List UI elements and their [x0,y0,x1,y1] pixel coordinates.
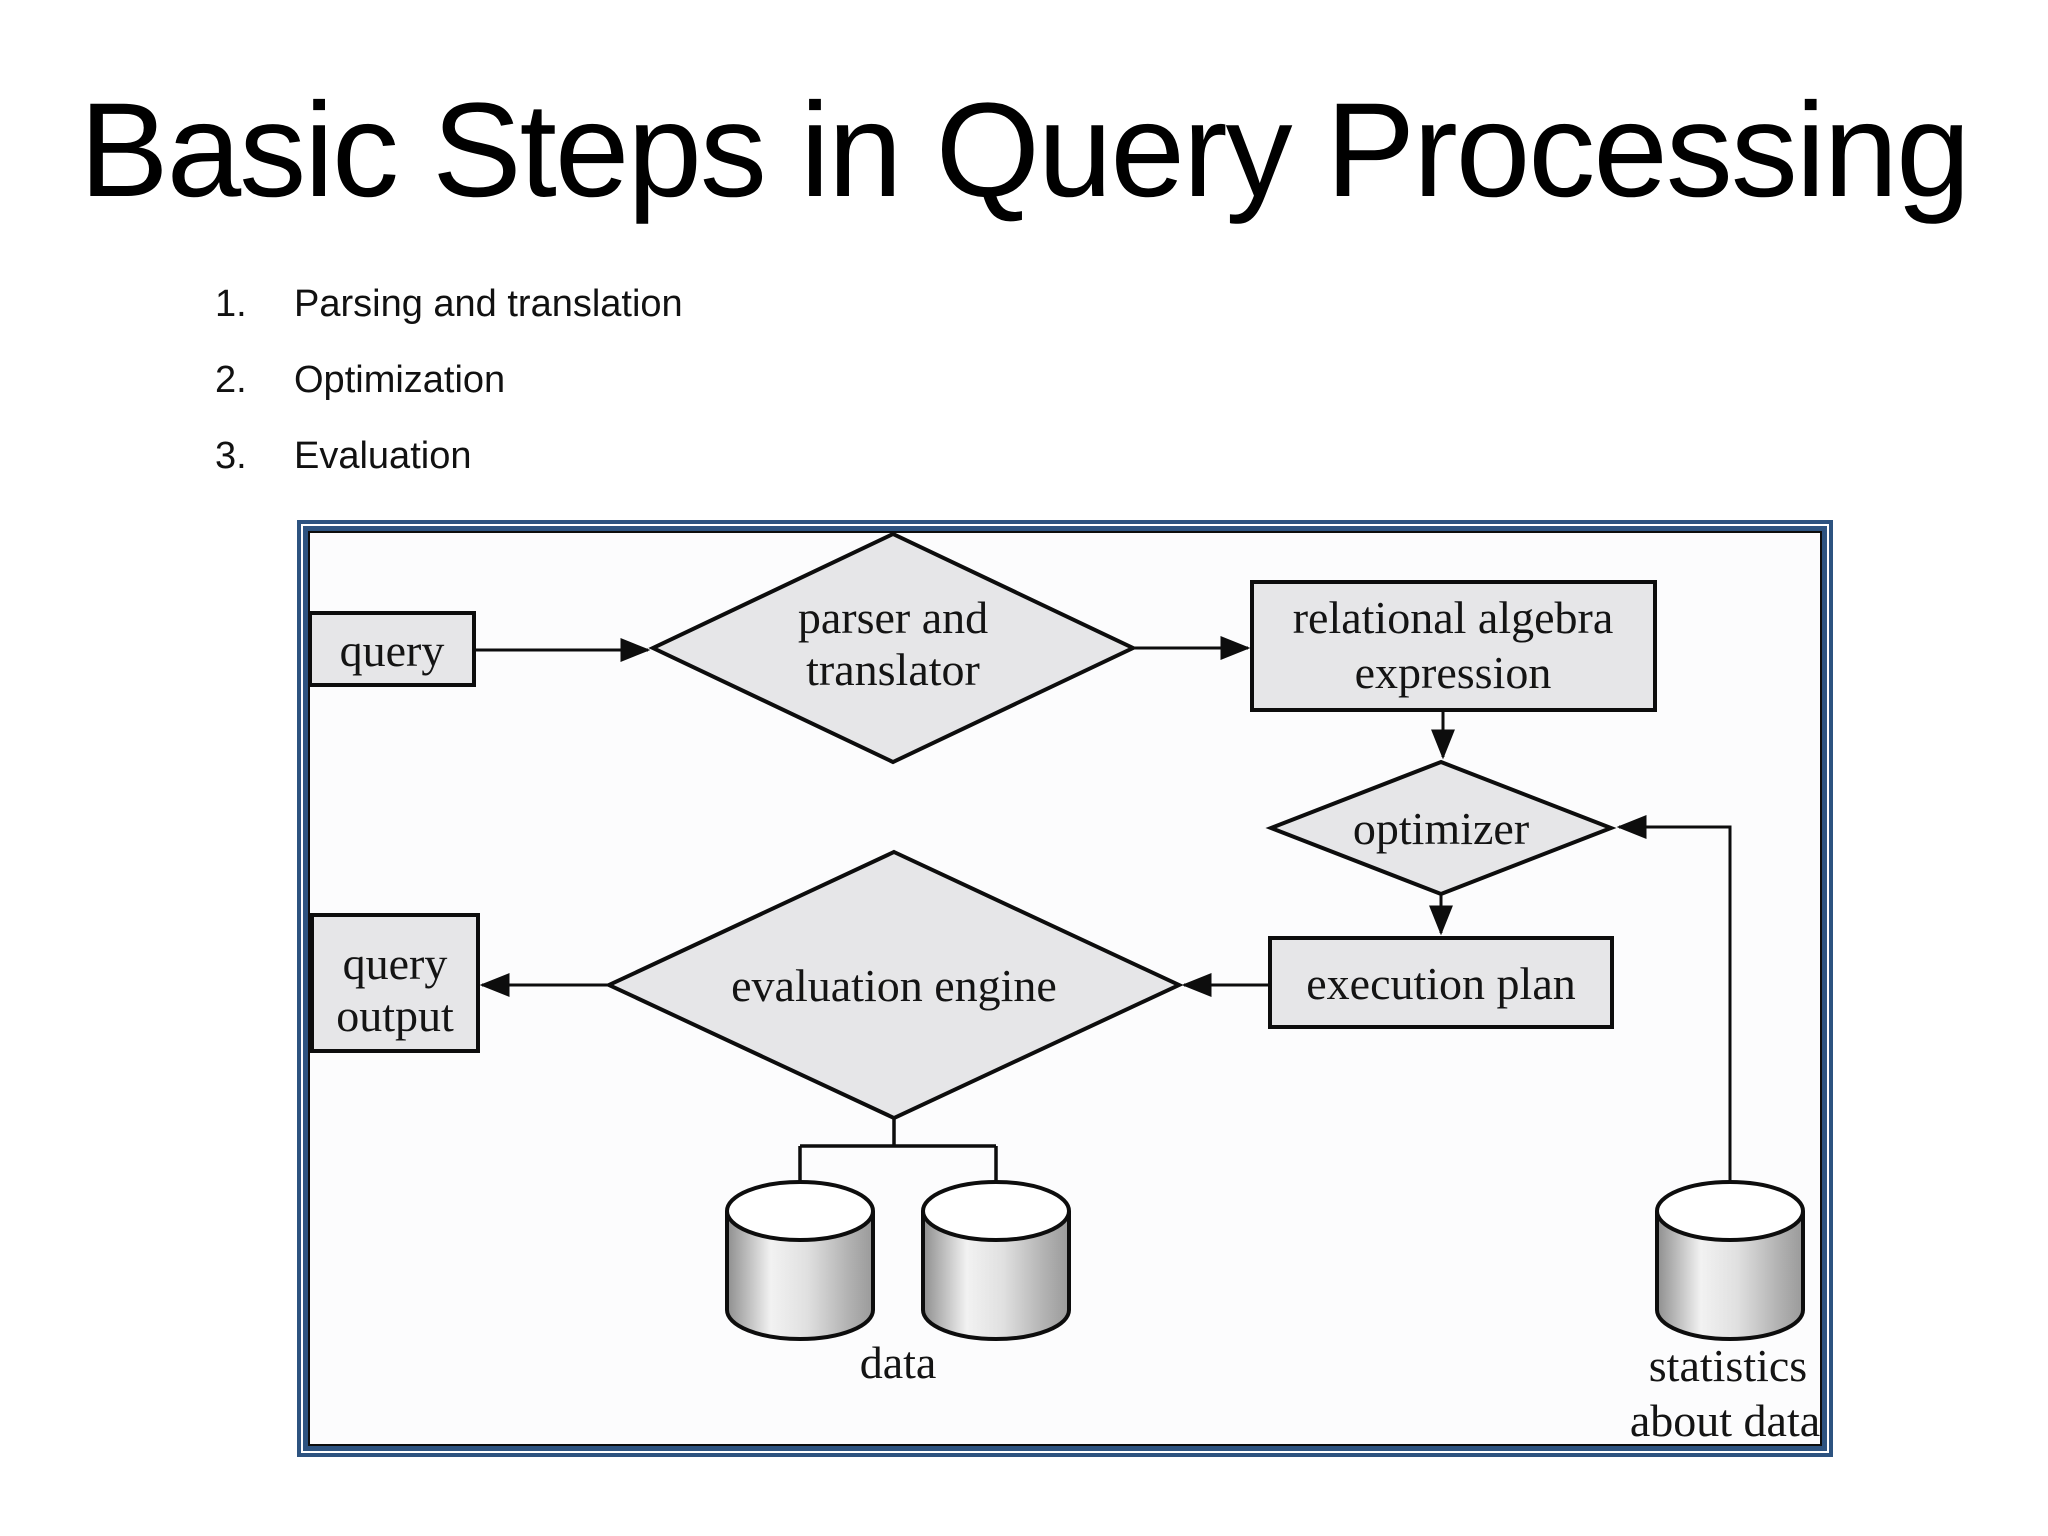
diagram-frame-inner-border: query parser and translator relational a… [303,526,1827,1451]
parser-translator-label-line1: parser and [798,592,988,643]
connector-statistics-to-optimizer [1616,815,1732,1183]
connector-evaluation-to-data [798,1118,998,1185]
diagram-canvas: query parser and translator relational a… [308,531,1822,1446]
parser-translator-label-line2: translator [806,644,980,695]
step-number: 2. [215,359,247,401]
page-title: Basic Steps in Query Processing [79,76,1970,225]
list-item: 3. Evaluation [215,435,683,511]
relational-algebra-label-line1: relational algebra [1293,592,1614,643]
step-number: 1. [215,283,247,325]
list-item: 1. Parsing and translation [215,283,683,359]
step-label: Evaluation [294,435,472,477]
evaluation-engine-label: evaluation engine [731,960,1057,1011]
statistics-label-line2: about data [1630,1395,1820,1444]
optimizer-label: optimizer [1353,803,1529,854]
execution-plan-box [1268,936,1614,1029]
step-label: Optimization [294,359,506,401]
data-cylinder-left [725,1180,875,1341]
query-output-box [310,913,480,1053]
optimizer-diamond [1265,759,1617,897]
query-output-label-line1: query [343,938,448,989]
steps-list: 1. Parsing and translation 2. Optimizati… [215,283,683,511]
relational-algebra-label-line2: expression [1355,647,1552,698]
query-processing-diagram: query parser and translator relational a… [310,533,1820,1444]
evaluation-engine-diamond [604,849,1184,1121]
step-number: 3. [215,435,247,477]
parser-translator-diamond [648,533,1138,765]
step-label: Parsing and translation [294,283,683,325]
diagram-frame: query parser and translator relational a… [297,520,1833,1457]
statistics-label-line1: statistics [1649,1340,1807,1391]
relational-algebra-box [1250,580,1657,712]
data-cylinder-right [921,1180,1071,1341]
query-output-label-line2: output [336,990,454,1041]
list-item: 2. Optimization [215,359,683,435]
data-store-label: data [860,1337,937,1388]
statistics-cylinder [1655,1180,1805,1341]
query-box [310,611,476,687]
query-box-label: query [340,625,445,676]
execution-plan-label: execution plan [1306,958,1576,1009]
